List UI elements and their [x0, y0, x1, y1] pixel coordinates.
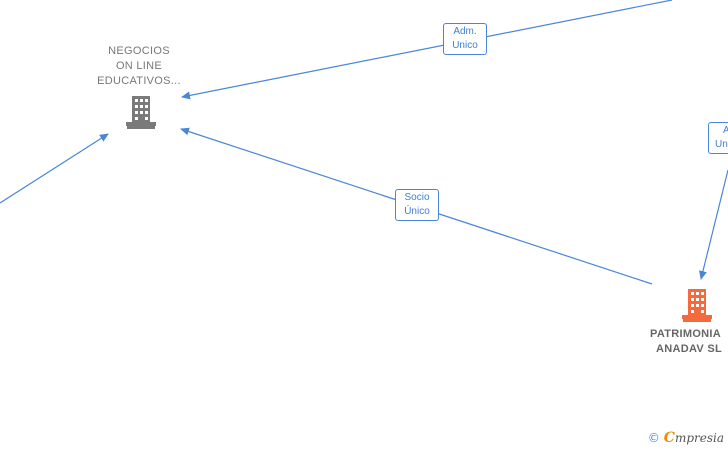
- node-label-line: ANADAV SL: [656, 343, 723, 355]
- brand-logo-initial: C: [663, 430, 675, 446]
- edge-line-right-to-patrimonial: [699, 169, 728, 280]
- edge-label-line: Ad: [723, 125, 728, 136]
- edge-label-adm-unico[interactable]: Adm. Unico: [443, 23, 487, 55]
- node-label-patrimonial[interactable]: PATRIMONIA ANADAV SL: [650, 327, 728, 357]
- edge-label-line: Socio: [404, 192, 430, 203]
- edge-line-left-to-negocios: [0, 133, 109, 204]
- edge-line-top-to-negocios: [181, 0, 673, 100]
- brand-name: mpresia: [674, 431, 724, 445]
- edge-label-line: Uni: [715, 139, 728, 150]
- node-label-negocios[interactable]: NEGOCIOS ON LINE EDUCATIVOS...: [88, 44, 190, 89]
- node-label-line: NEGOCIOS: [108, 45, 170, 57]
- copyright-icon: ©: [647, 431, 660, 445]
- empresia-watermark: ©Cmpresia: [648, 430, 724, 446]
- building-icon[interactable]: [126, 96, 156, 130]
- edge-label-socio-unico[interactable]: Socio Único: [395, 189, 439, 221]
- building-icon-highlighted[interactable]: [682, 289, 712, 322]
- edge-label-line: Único: [404, 206, 430, 217]
- edge-label-adm-unico-right[interactable]: Ad Uni: [708, 122, 728, 154]
- edge-label-line: Unico: [452, 40, 478, 51]
- node-label-line: EDUCATIVOS...: [97, 75, 181, 87]
- node-label-line: ON LINE: [115, 60, 163, 72]
- node-label-line: PATRIMONIA: [650, 328, 722, 340]
- edge-label-line: Adm.: [453, 26, 477, 37]
